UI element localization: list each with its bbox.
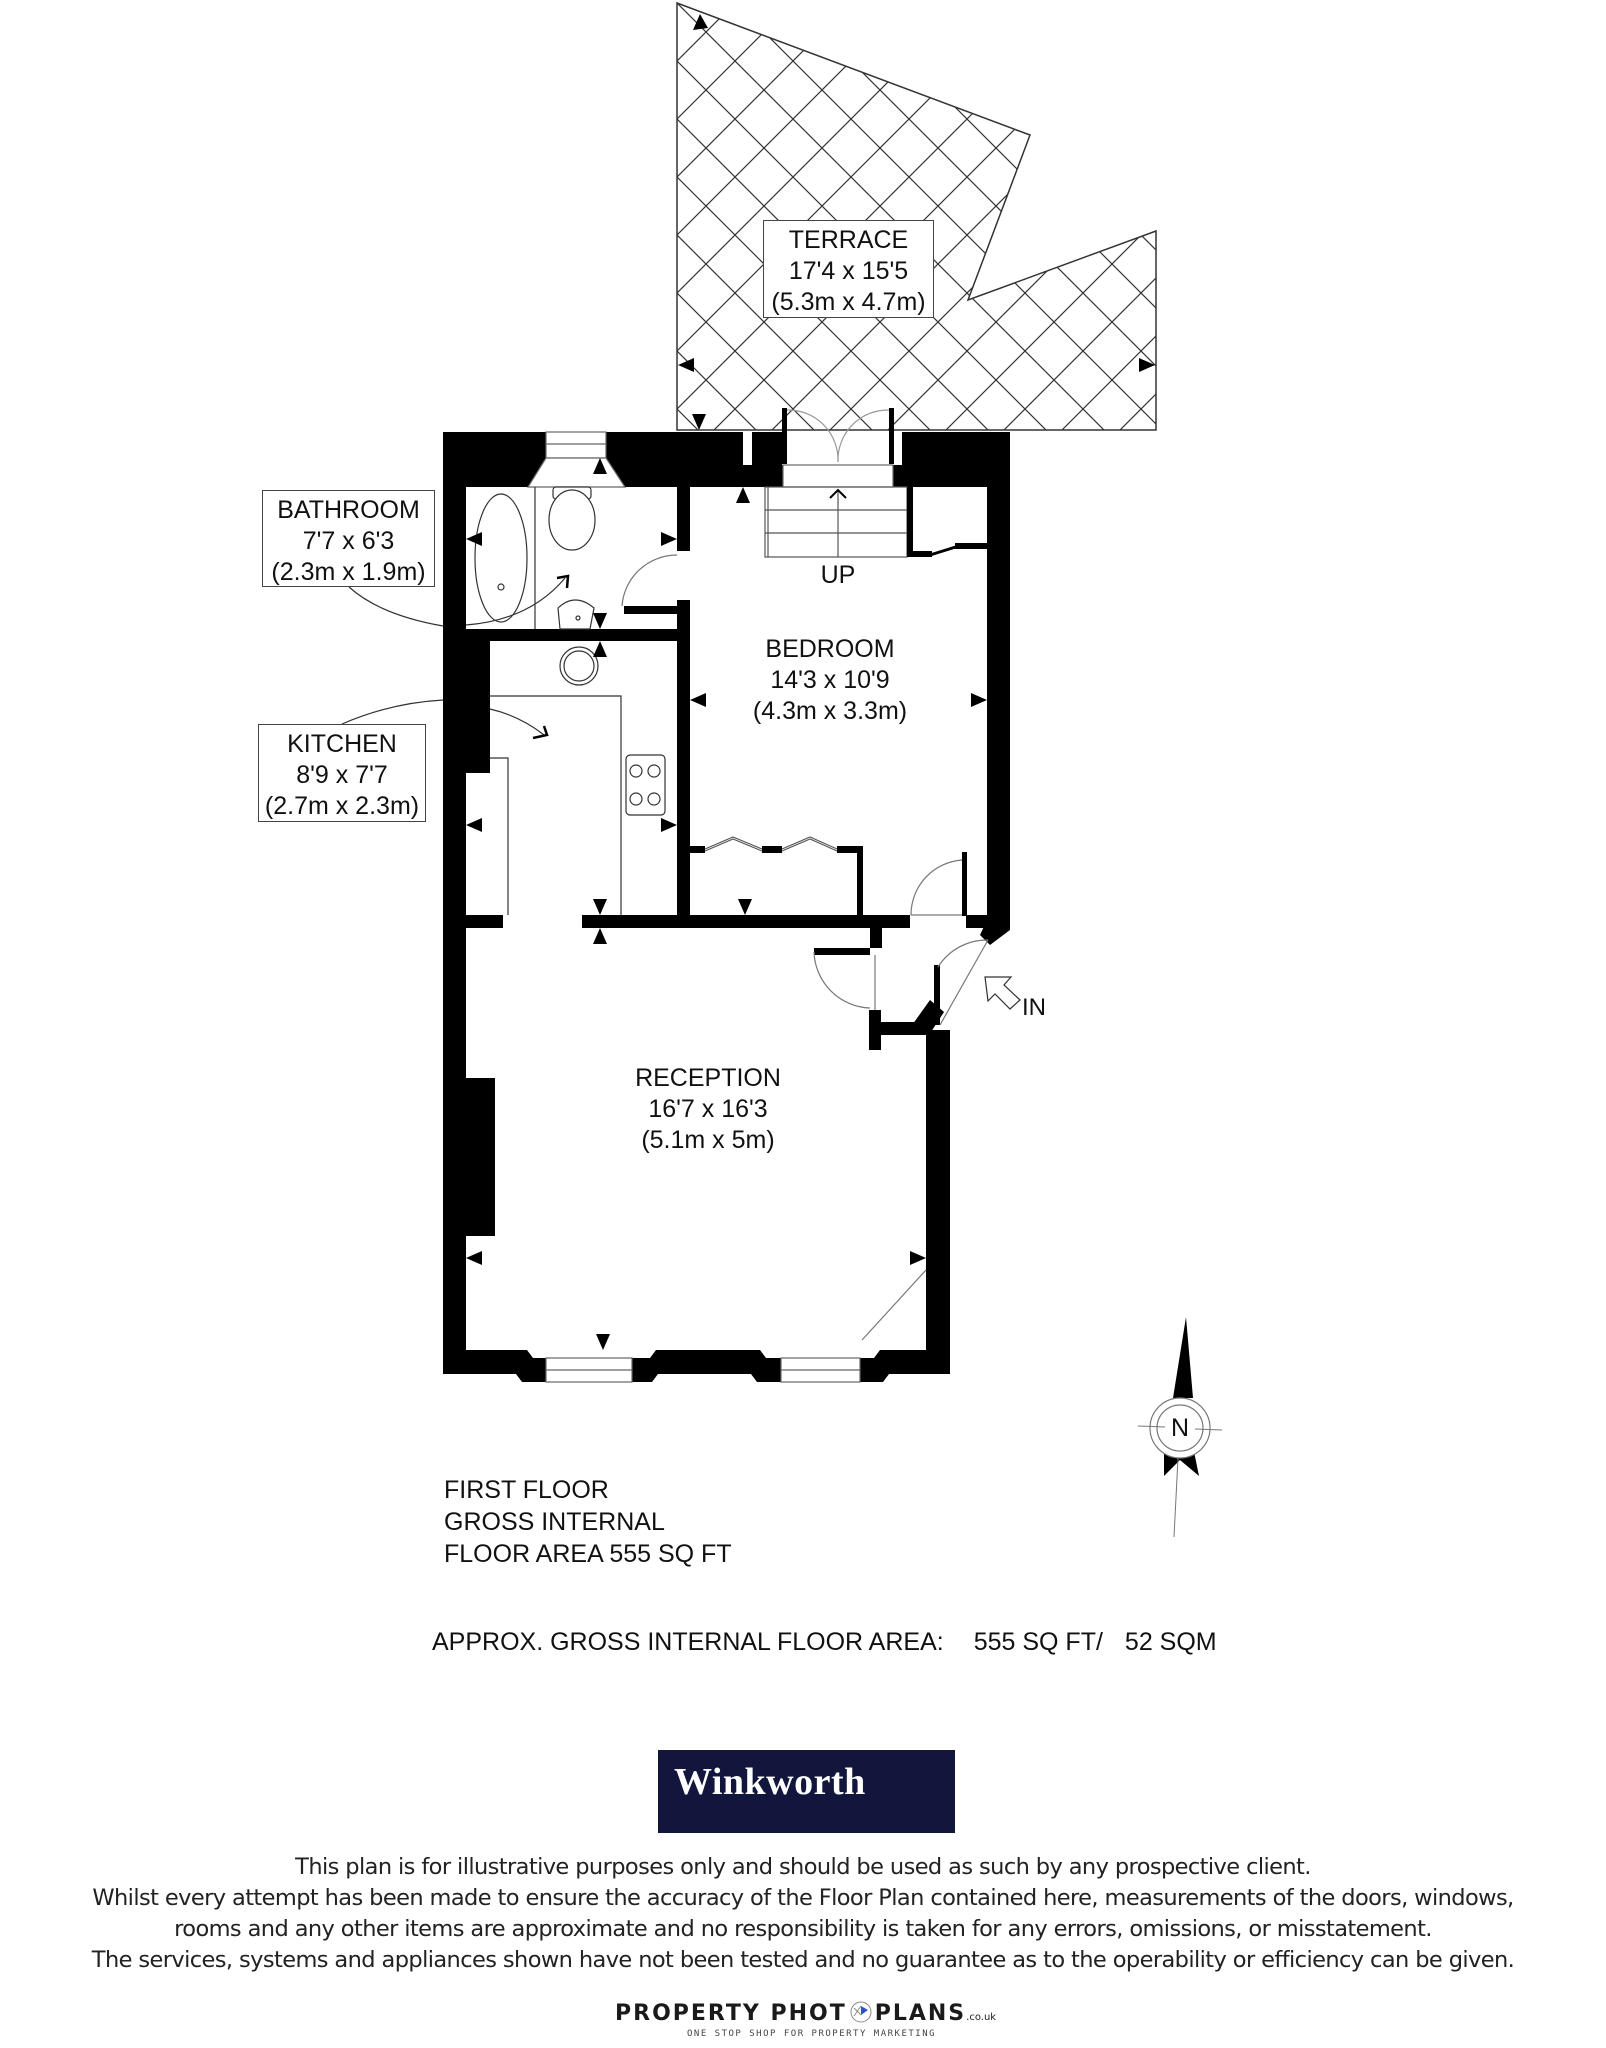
summary-line-2: GROSS INTERNAL (444, 1508, 665, 1536)
disclaimer-line: Whilst every attempt has been made to en… (92, 1885, 1514, 1911)
dimension-arrows (466, 458, 987, 1350)
stairs (764, 486, 990, 558)
logo-text-left: PROPERTY PHOT (615, 2001, 847, 2026)
door-swing-icon (813, 951, 871, 1009)
disclaimer-line: The services, systems and appliances sho… (91, 1947, 1515, 1973)
logo-domain: .co.uk (966, 2012, 997, 2023)
room-dimensions-imperial: 8'9 x 7'7 (296, 761, 388, 789)
door-swing-icon (937, 939, 989, 968)
terrace-label: TERRACE 17'4 x 15'5 (5.3m x 4.7m) (763, 220, 934, 318)
door-swing-icon (910, 859, 963, 916)
reception-label: RECEPTION 16'7 x 16'3 (5.1m x 5m) (608, 1063, 808, 1156)
bedroom-label: BEDROOM 14'3 x 10'9 (4.3m x 3.3m) (730, 634, 930, 727)
basin-icon (557, 599, 595, 630)
room-dimensions-imperial: 14'3 x 10'9 (770, 666, 890, 694)
summary-line-3: FLOOR AREA 555 SQ FT (444, 1540, 732, 1568)
logo-tagline: ONE STOP SHOP FOR PROPERTY MARKETING (687, 2029, 937, 2039)
approx-gross-area: APPROX. GROSS INTERNAL FLOOR AREA: 555 SQ… (432, 1628, 1217, 1657)
leader-lines (341, 586, 444, 725)
walls (443, 432, 1010, 1382)
window-icon (780, 1357, 861, 1383)
terrace-area (676, 1, 1157, 431)
dimension-arrow-icon (693, 14, 708, 30)
dimension-arrow-icon (1139, 358, 1155, 372)
windows (526, 431, 894, 1383)
agent-name: Winkworth (674, 1761, 866, 1803)
north-arrow-icon (1137, 1317, 1223, 1538)
room-dimensions-imperial: 16'7 x 16'3 (648, 1095, 768, 1123)
room-dimensions-imperial: 7'7 x 6'3 (302, 527, 395, 555)
room-dimensions-metric: (4.3m x 3.3m) (752, 697, 908, 725)
room-name: TERRACE (788, 226, 909, 254)
terrace-french-doors (782, 408, 894, 464)
entrance-arrow-icon (984, 976, 1021, 1010)
room-dimensions-metric: (2.7m x 2.3m) (264, 792, 420, 820)
camera-aperture-icon (850, 2001, 872, 2023)
room-dimensions-metric: (5.3m x 4.7m) (771, 288, 926, 316)
window-icon (545, 1357, 633, 1383)
room-dimensions-metric: (5.1m x 5m) (641, 1126, 775, 1154)
floor-name: FIRST FLOOR (444, 1476, 609, 1504)
disclaimer-line: This plan is for illustrative purposes o… (295, 1854, 1311, 1880)
room-name: BEDROOM (765, 635, 895, 663)
hob-icon (625, 754, 666, 816)
bath-icon (474, 493, 528, 623)
room-name: BATHROOM (277, 496, 420, 524)
room-dimensions-metric: (2.3m x 1.9m) (271, 558, 426, 586)
room-name: RECEPTION (635, 1064, 781, 1092)
agent-logo: Winkworth (658, 1750, 955, 1833)
room-name: KITCHEN (287, 730, 397, 758)
stairs-up-label: UP (820, 561, 856, 589)
kitchen-fixtures (489, 646, 666, 915)
bathroom-label: BATHROOM 7'7 x 6'3 (2.3m x 1.9m) (262, 490, 435, 587)
dimension-arrow-icon (678, 358, 694, 372)
dimension-arrow-icon (692, 414, 706, 430)
bathroom-fixtures (465, 486, 678, 630)
kitchen-label: KITCHEN 8'9 x 7'7 (2.7m x 2.3m) (258, 724, 426, 822)
disclaimer-line: rooms and any other items are approximat… (174, 1916, 1432, 1942)
disclaimer: This plan is for illustrative purposes o… (0, 1852, 1606, 1976)
compass-north-label: N (1170, 1414, 1190, 1442)
door-swing-icon (621, 554, 678, 607)
approx-area-sqm: 52 SQM (1124, 1628, 1217, 1656)
entrance-label: IN (1022, 994, 1046, 1021)
stairs-arrow-icon (829, 488, 847, 499)
approx-area-label: APPROX. GROSS INTERNAL FLOOR AREA: (432, 1628, 944, 1656)
floor-area-summary: FIRST FLOOR GROSS INTERNAL FLOOR AREA 55… (444, 1474, 732, 1570)
window-icon (545, 431, 607, 459)
approx-area-sqft: 555 SQ FT/ (973, 1628, 1103, 1656)
wardrobe-doors (704, 836, 838, 852)
room-dimensions-imperial: 17'4 x 15'5 (788, 257, 909, 285)
logo-text-right: PLANS (874, 2001, 967, 2026)
property-photo-plans-logo: PROPERTY PHOT PLANS.co.uk ONE STOP SHOP F… (615, 2001, 1015, 2045)
entrance-doors (813, 859, 989, 1341)
